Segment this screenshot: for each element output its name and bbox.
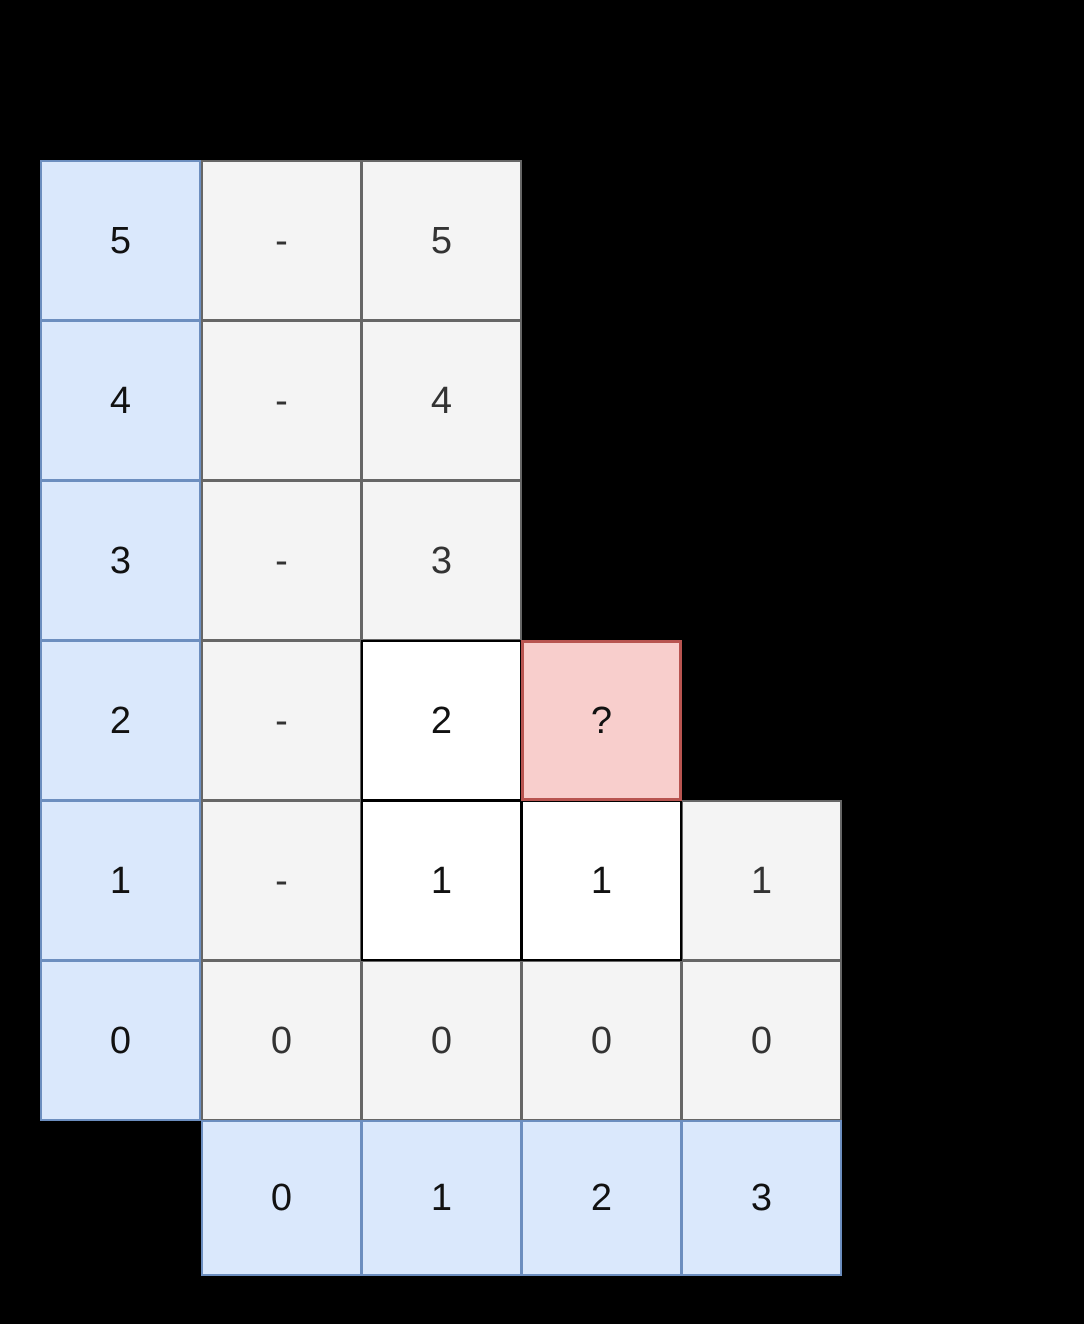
- grid-cell-r4c1[interactable]: 4: [361, 320, 522, 481]
- grid-cell-r0c0[interactable]: 0: [201, 960, 362, 1121]
- grid-cell-r4c0[interactable]: -: [201, 320, 362, 481]
- column-header-0[interactable]: 0: [201, 1120, 362, 1276]
- column-header-1[interactable]: 1: [361, 1120, 522, 1276]
- row-header-5[interactable]: 5: [40, 160, 201, 321]
- row-header-4[interactable]: 4: [40, 320, 201, 481]
- grid-cell-r0c2[interactable]: 0: [521, 960, 682, 1121]
- row-header-2[interactable]: 2: [40, 640, 201, 801]
- row-header-1[interactable]: 1: [40, 800, 201, 961]
- column-header-3[interactable]: 3: [681, 1120, 842, 1276]
- grid-cell-r2c2-target[interactable]: ?: [521, 640, 682, 801]
- column-header-2[interactable]: 2: [521, 1120, 682, 1276]
- grid-cell-r3c1[interactable]: 3: [361, 480, 522, 641]
- row-header-3[interactable]: 3: [40, 480, 201, 641]
- grid-cell-r1c0[interactable]: -: [201, 800, 362, 961]
- grid-cell-r5c1[interactable]: 5: [361, 160, 522, 321]
- grid-cell-r0c1[interactable]: 0: [361, 960, 522, 1121]
- grid-cell-r1c1[interactable]: 1: [361, 800, 522, 961]
- grid-cell-r3c0[interactable]: -: [201, 480, 362, 641]
- grid-cell-r0c3[interactable]: 0: [681, 960, 842, 1121]
- grid-cell-r2c0[interactable]: -: [201, 640, 362, 801]
- grid-cell-r1c2[interactable]: 1: [521, 800, 682, 961]
- grid-cell-r2c1[interactable]: 2: [361, 640, 522, 801]
- grid-cell-r1c3[interactable]: 1: [681, 800, 842, 961]
- grid-cell-r5c0[interactable]: -: [201, 160, 362, 321]
- row-header-0[interactable]: 0: [40, 960, 201, 1121]
